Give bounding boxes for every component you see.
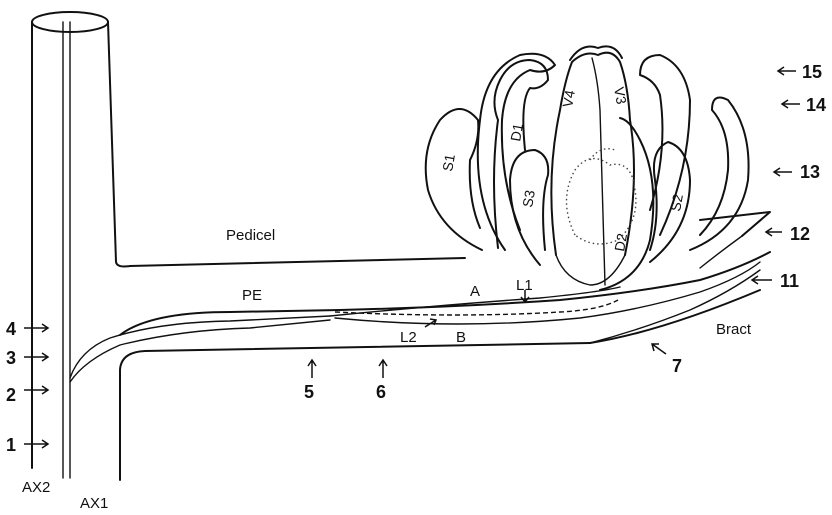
label-v3: V3 [611,86,630,106]
label-s3: S3 [519,189,538,209]
flower [426,46,749,290]
level-4: 4 [6,319,16,339]
level-12: 12 [790,224,810,244]
arrow-level-13 [774,168,792,176]
label-s1: S1 [439,153,458,173]
level-1: 1 [6,435,16,455]
arrow-level-7 [652,344,666,354]
arrow-level-3 [24,353,48,361]
label-pedicel: Pedicel [226,227,275,244]
vascular-traces [70,212,770,382]
label-v4: V4 [559,89,578,109]
label-b: B [456,329,466,346]
arrow-level-4 [24,324,48,332]
main-axis [32,12,590,480]
label-a: A [470,283,480,300]
label-l2: L2 [400,329,417,346]
level-15: 15 [802,62,822,82]
arrow-level-12 [766,228,782,236]
arrow-level-1 [24,440,48,448]
arrow-level-11 [752,276,772,284]
level-13: 13 [800,162,820,182]
label-ax1: AX1 [80,495,108,512]
label-pe: PE [242,287,262,304]
level-14: 14 [806,95,826,115]
arrow-level-15 [778,67,796,75]
level-7: 7 [672,356,682,376]
level-5: 5 [304,382,314,402]
arrow-level-14 [782,100,800,108]
label-bract: Bract [716,321,752,338]
label-d1: D1 [507,122,526,143]
arrow-level-6 [379,360,387,378]
label-d2: D2 [611,232,630,253]
arrow-level-2 [24,386,48,394]
level-2: 2 [6,385,16,405]
label-s2: S2 [667,193,686,213]
organ-labels: S1 D1 S3 V4 V3 D2 S2 [439,86,686,253]
structure-labels: Pedicel PE Bract A B L1 L2 AX2 AX1 [22,227,752,512]
level-6: 6 [376,382,386,402]
label-ax2: AX2 [22,479,50,496]
arrow-level-5 [308,360,316,378]
level-3: 3 [6,348,16,368]
level-11: 11 [780,271,799,291]
